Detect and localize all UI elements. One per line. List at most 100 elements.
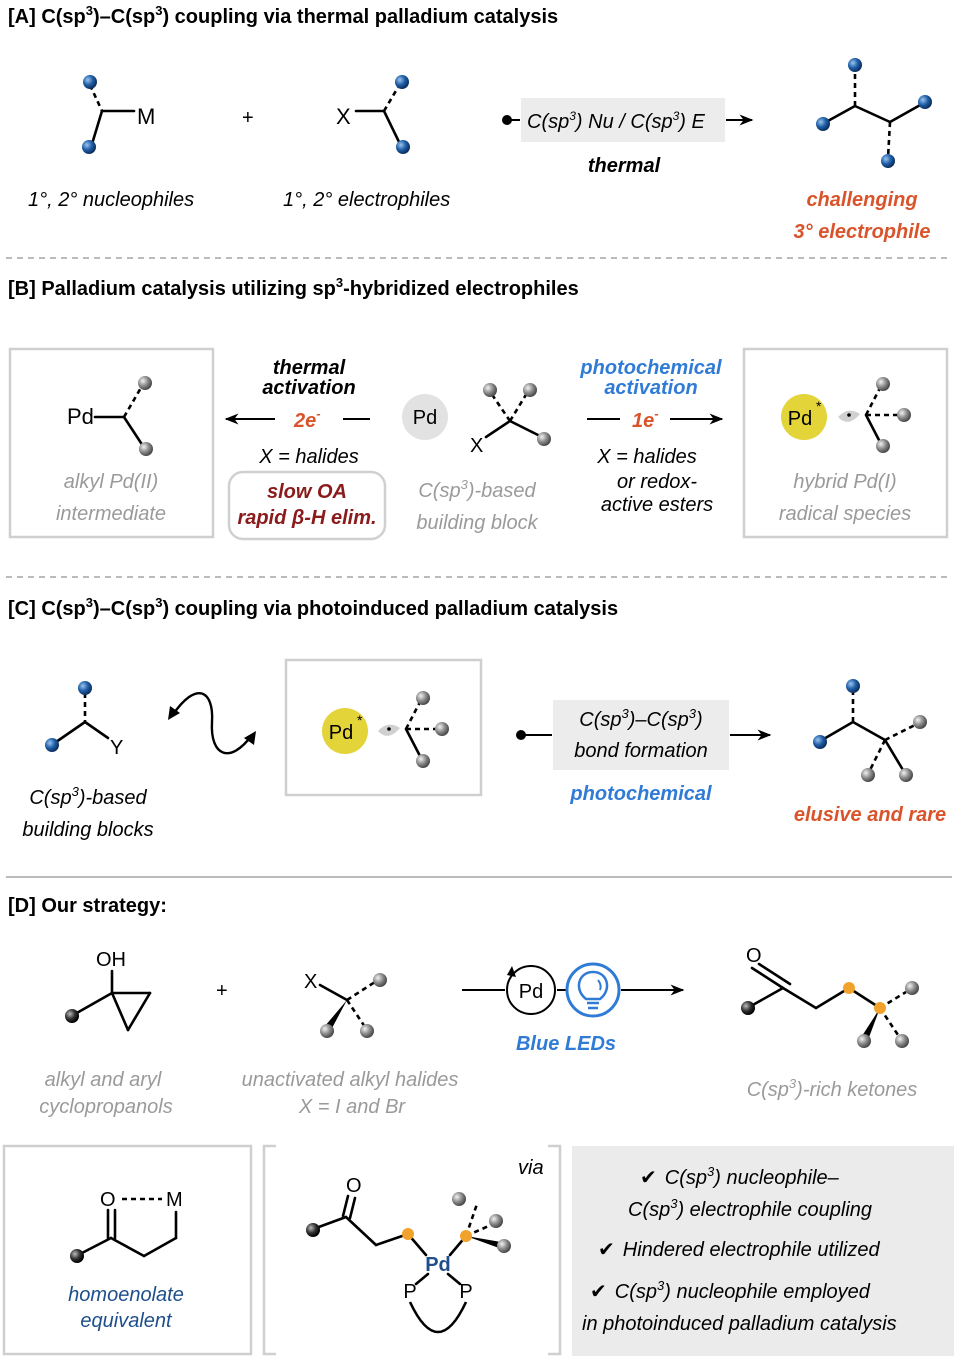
hybrid-label-1: hybrid Pd(I) [793, 471, 896, 493]
two-electron-label: 2e- [293, 406, 321, 432]
svg-text:X: X [304, 971, 317, 993]
building-block-c-structure: Y [45, 681, 123, 759]
section-a: [A] C(sp3)–C(sp3) coupling via thermal p… [8, 3, 932, 243]
advantage-2: ✔Hindered electrophile utilized [598, 1239, 880, 1261]
advantage-1-line-1: ✔C(sp3) nucleophile– [640, 1164, 840, 1189]
alkyl-halides-label-1: unactivated alkyl halides [242, 1069, 459, 1091]
section-b-title: [B] Palladium catalysis utilizing sp3-hy… [8, 275, 579, 300]
alkyl-pd-label-2: intermediate [56, 503, 166, 525]
bond-formation-label-2: bond formation [574, 740, 707, 762]
redox-label-2: active esters [601, 494, 713, 516]
radical-pd-structure: Pd * [322, 691, 449, 768]
advantage-3-line-2: in photoinduced palladium catalysis [582, 1313, 897, 1335]
pd-intermediate-structure: O Pd P P [306, 1175, 511, 1334]
bracket-right [548, 1144, 562, 1356]
homoenolate-structure: O M [70, 1189, 183, 1263]
thermal-label: thermal [588, 155, 661, 177]
svg-text:Pd: Pd [788, 408, 812, 430]
redox-label-1: or redox- [617, 471, 697, 493]
svg-text:Pd: Pd [67, 404, 94, 429]
nucleophile-structure: M [82, 75, 155, 154]
alkyl-halide-structure: X [304, 971, 387, 1038]
cyclopropanols-label-2: cyclopropanols [39, 1096, 172, 1118]
svg-text:OH: OH [96, 949, 126, 971]
product-structure-a [816, 58, 932, 168]
nucleophiles-label: 1°, 2° nucleophiles [28, 189, 194, 211]
cyclopropanols-label-1: alkyl and aryl [45, 1069, 162, 1091]
svg-text:Y: Y [110, 737, 123, 759]
section-c-title: [C] C(sp3)–C(sp3) coupling via photoindu… [8, 595, 618, 620]
cyclopropanol-structure: OH [65, 949, 152, 1032]
thermal-activation-2: activation [262, 377, 355, 399]
svg-text:X: X [336, 104, 351, 129]
hybrid-label-2: radical species [779, 503, 911, 525]
svg-text:Pd: Pd [329, 722, 353, 744]
advantages-panel [572, 1146, 954, 1356]
svg-text:M: M [137, 104, 155, 129]
thermal-arrow: C(sp3) Nu / C(sp3) E thermal [502, 98, 754, 177]
photochemical-activation-2: activation [604, 377, 697, 399]
photochemical-activation-1: photochemical [579, 357, 722, 379]
halides-label-right: X = halides [596, 446, 697, 468]
photochemical-arrow: C(sp3)–C(sp3) bond formation photochemic… [516, 700, 772, 805]
svg-text:O: O [746, 945, 762, 967]
svg-text:*: * [816, 398, 822, 414]
section-d-title: [D] Our strategy: [8, 895, 167, 917]
lightbulb-icon [565, 962, 621, 1018]
halides-label-left: X = halides [258, 446, 359, 468]
photochemical-label: photochemical [569, 783, 712, 805]
svg-text:P: P [403, 1281, 416, 1303]
svg-text:O: O [346, 1175, 362, 1197]
slow-oa-box [227, 470, 387, 541]
slow-oa-label: slow OA [267, 481, 347, 503]
homoenolate-label-2: equivalent [80, 1310, 173, 1332]
svg-text:Pd: Pd [519, 981, 543, 1003]
hybrid-pd-structure: Pd * [781, 377, 911, 453]
challenging-label: challenging [806, 189, 917, 211]
section-c: [C] C(sp3)–C(sp3) coupling via photoindu… [8, 595, 946, 841]
elusive-label: elusive and rare [794, 804, 946, 826]
bracket-left [262, 1144, 276, 1356]
electrophile-structure: X [336, 75, 410, 154]
central-building-block: Pd X [402, 383, 551, 457]
equilibrium-squiggle [171, 692, 253, 755]
svg-text:O: O [100, 1189, 116, 1211]
building-block-label-2: building block [416, 512, 538, 534]
rapid-elim-label: rapid β-H elim. [237, 507, 376, 529]
advantage-3-line-1: ✔C(sp3) nucleophile employed [590, 1278, 871, 1303]
advantage-1-line-2: C(sp3) electrophile coupling [628, 1196, 872, 1221]
via-label: via [518, 1157, 544, 1179]
svg-text:X: X [470, 435, 483, 457]
product-structure-c [813, 679, 927, 782]
tertiary-electrophile-label: 3° electrophile [794, 221, 931, 243]
section-a-title: [A] C(sp3)–C(sp3) coupling via thermal p… [8, 3, 558, 28]
ketone-product-structure: O [741, 945, 919, 1048]
ketones-label: C(sp3)-rich ketones [747, 1076, 918, 1101]
one-electron-label: 1e- [632, 406, 659, 432]
svg-text:P: P [459, 1281, 472, 1303]
arrow-box-label: C(sp3) Nu / C(sp3) E [527, 109, 706, 133]
alkyl-pd-box [8, 347, 215, 539]
building-blocks-label-1: C(sp3)-based [29, 784, 147, 809]
hybrid-pd-box [742, 347, 949, 539]
building-block-label-1: C(sp3)-based [418, 477, 536, 502]
electrophiles-label: 1°, 2° electrophiles [283, 189, 450, 211]
section-d: [D] Our strategy: OH + X Pd [2, 895, 954, 1356]
svg-text:*: * [357, 712, 363, 728]
building-blocks-label-2: building blocks [22, 819, 153, 841]
alkyl-pd-structure: Pd [67, 376, 153, 456]
bond-formation-label-1: C(sp3)–C(sp3) [579, 706, 702, 731]
plus-sign-d: + [216, 980, 228, 1002]
catalysis-arrow: Pd Blue LEDs [462, 962, 685, 1055]
thermal-activation-1: thermal [273, 357, 346, 379]
alkyl-pd-label-1: alkyl Pd(II) [64, 471, 158, 493]
alkyl-halides-label-2: X = I and Br [298, 1096, 407, 1118]
section-b: [B] Palladium catalysis utilizing sp3-hy… [8, 275, 949, 541]
blue-leds-label: Blue LEDs [516, 1033, 616, 1055]
svg-text:M: M [166, 1189, 183, 1211]
plus-sign: + [242, 107, 254, 129]
homoenolate-box [2, 1144, 253, 1356]
svg-text:Pd: Pd [425, 1254, 451, 1276]
svg-text:Pd: Pd [413, 407, 437, 429]
